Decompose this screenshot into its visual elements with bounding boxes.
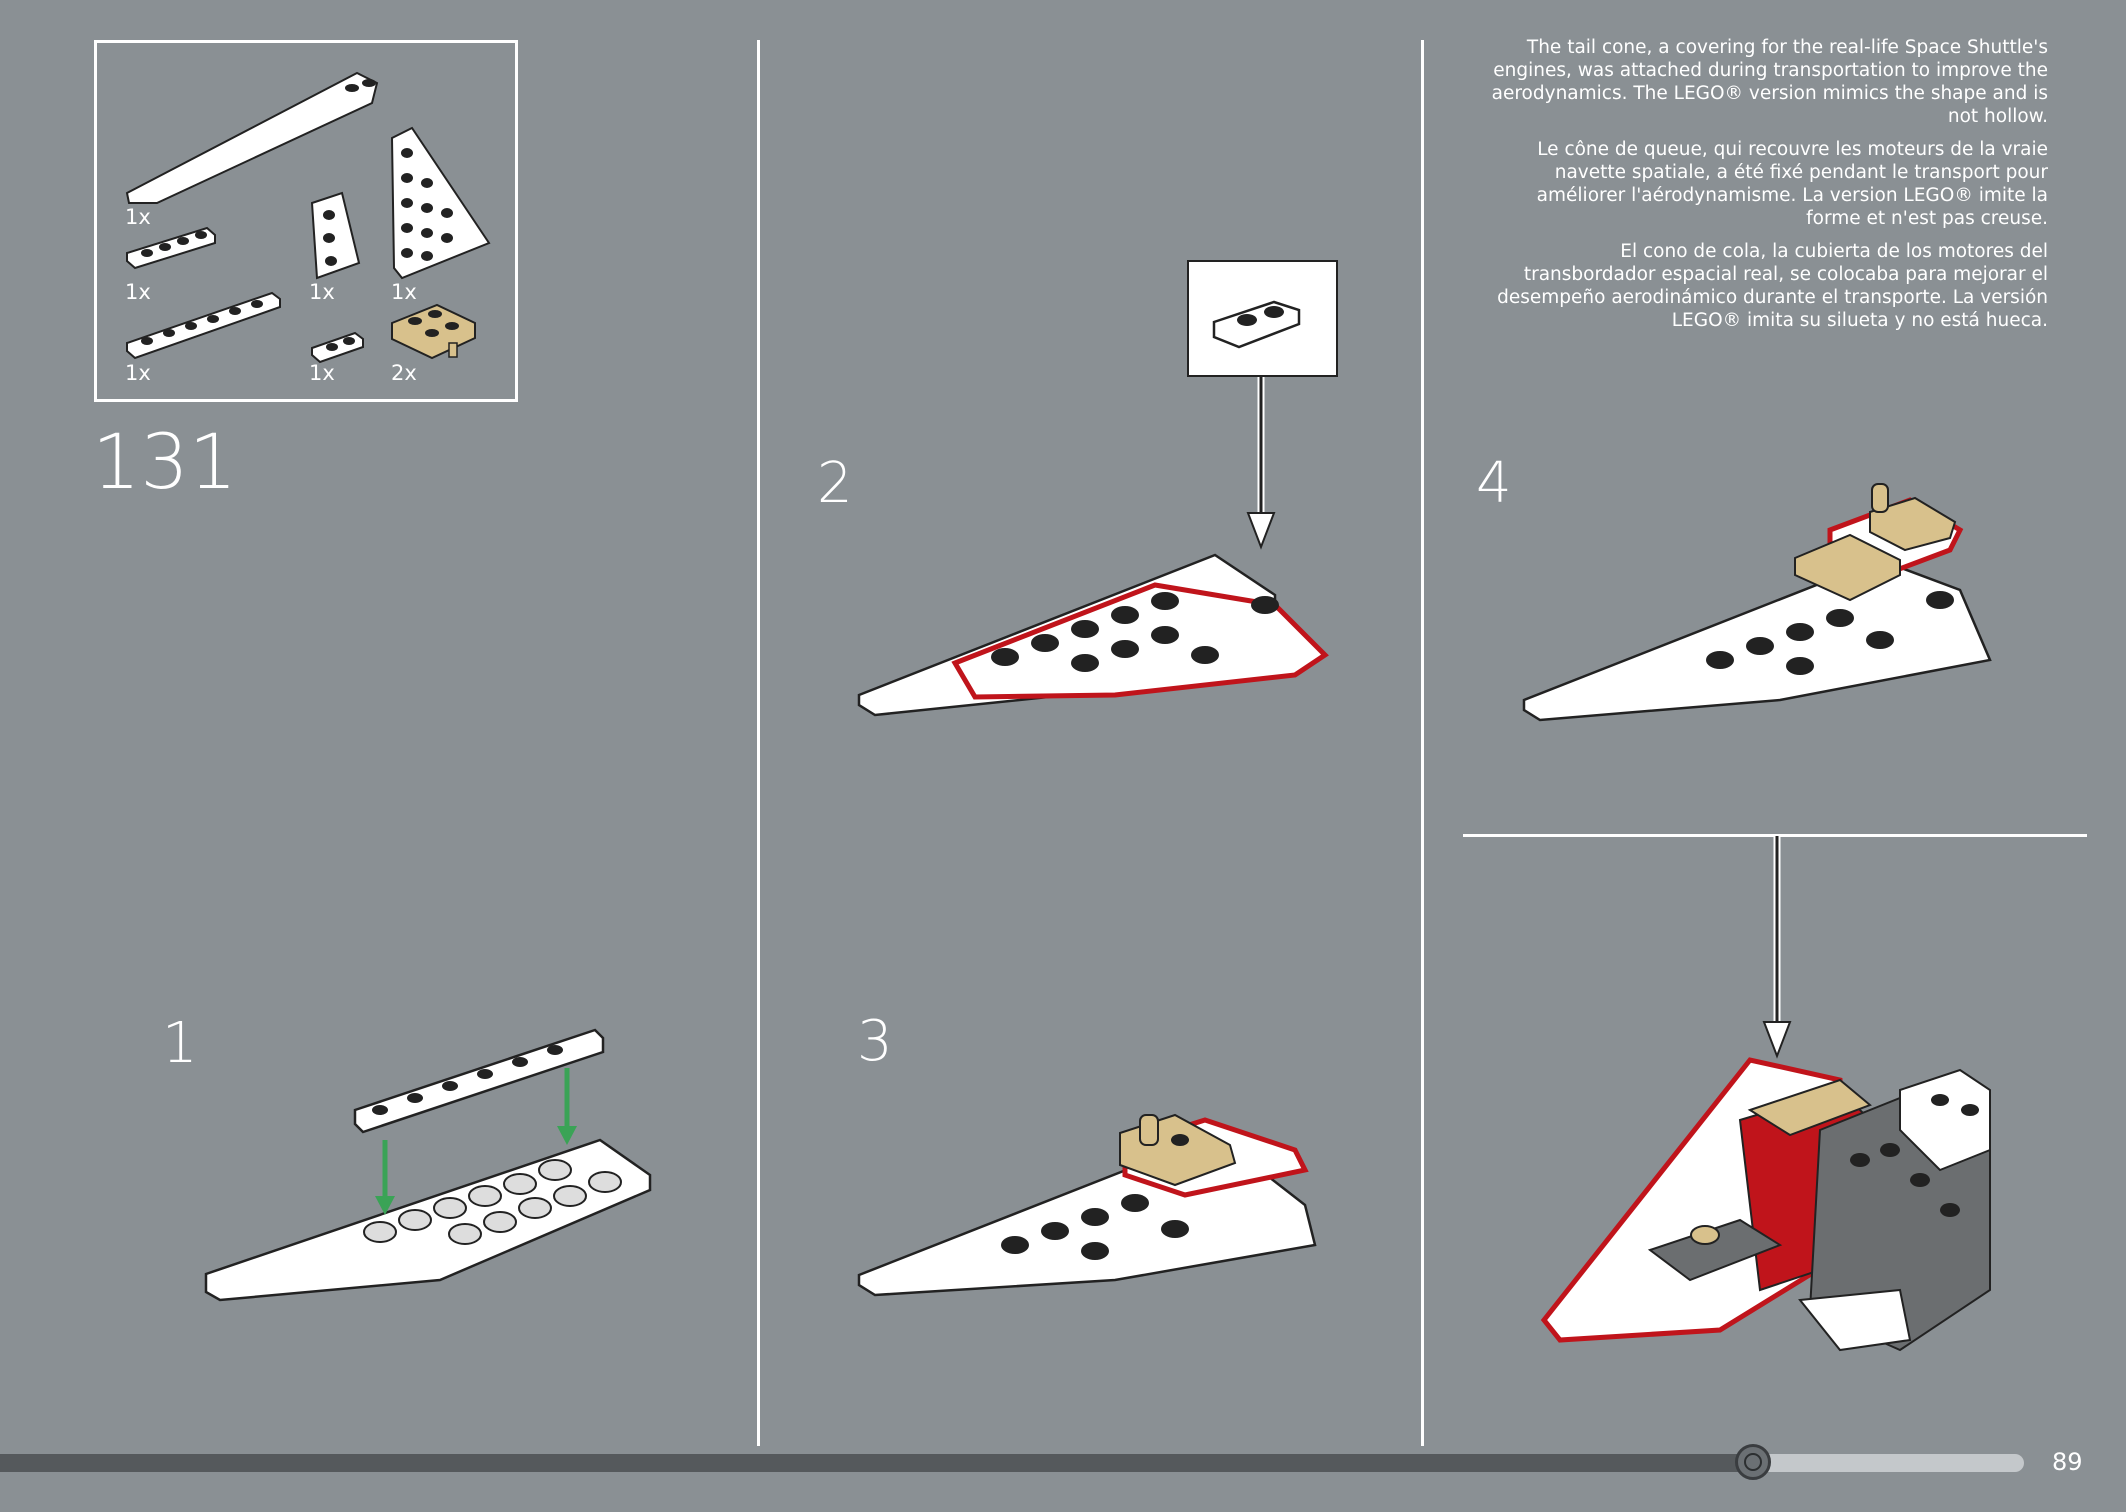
column-divider-2: [1421, 40, 1424, 1446]
wedge-plate-large-icon: [390, 126, 491, 280]
info-text-french: Le cône de queue, qui recouvre les moteu…: [1536, 139, 2048, 229]
main-step-number: 131: [92, 417, 238, 506]
substep-number-1: 1: [162, 1011, 198, 1076]
callout-box: [1187, 260, 1338, 377]
page-number: 89: [2052, 1448, 2083, 1476]
plate-1x4-icon: [126, 226, 216, 270]
step-1-illustration: [204, 1028, 652, 1302]
qty-wedge-plate-large: 1x: [391, 280, 417, 304]
column-divider-1: [757, 40, 760, 1446]
info-text-spanish: El cono de cola, la cubierta de los moto…: [1497, 241, 2048, 331]
plate-2x2-tan-pin-icon: [391, 303, 476, 360]
progress-knob[interactable]: [1734, 1444, 1771, 1480]
progress-fill: [0, 1454, 1753, 1472]
qty-wedge-plate-small: 1x: [309, 280, 335, 304]
step-3-illustration: [857, 1113, 1317, 1297]
plate-1x2-icon: [311, 331, 364, 364]
info-text-english: The tail cone, a covering for the real-l…: [1491, 37, 2048, 127]
parts-list-box: 1x 1x 1x 1x 1x 1x 2x: [94, 40, 518, 402]
step-2-illustration: [857, 553, 1329, 717]
step-2-arrow: [1246, 377, 1276, 550]
substep-number-3: 3: [857, 1009, 893, 1074]
wedge-plate-long-icon: [125, 71, 379, 204]
qty-wedge-plate-long: 1x: [125, 205, 151, 229]
section-separator: [1463, 834, 2087, 837]
qty-plate-1x6: 1x: [125, 361, 151, 385]
final-assembly-illustration: [1540, 1057, 1991, 1352]
parts-illustration: [125, 71, 491, 364]
substep-number-2: 2: [817, 451, 853, 516]
plate-1x6-icon: [126, 291, 281, 360]
qty-plate-2x2-tan-pin: 2x: [391, 361, 417, 385]
wedge-plate-small-icon: [310, 191, 361, 280]
qty-plate-1x4: 1x: [125, 280, 151, 304]
step-4-illustration: [1522, 483, 1992, 722]
qty-plate-1x2: 1x: [309, 361, 335, 385]
substep-number-4: 4: [1476, 451, 1512, 516]
info-text: The tail cone, a covering for the real-l…: [1490, 36, 2048, 342]
final-assembly-arrow: [1762, 836, 1792, 1059]
